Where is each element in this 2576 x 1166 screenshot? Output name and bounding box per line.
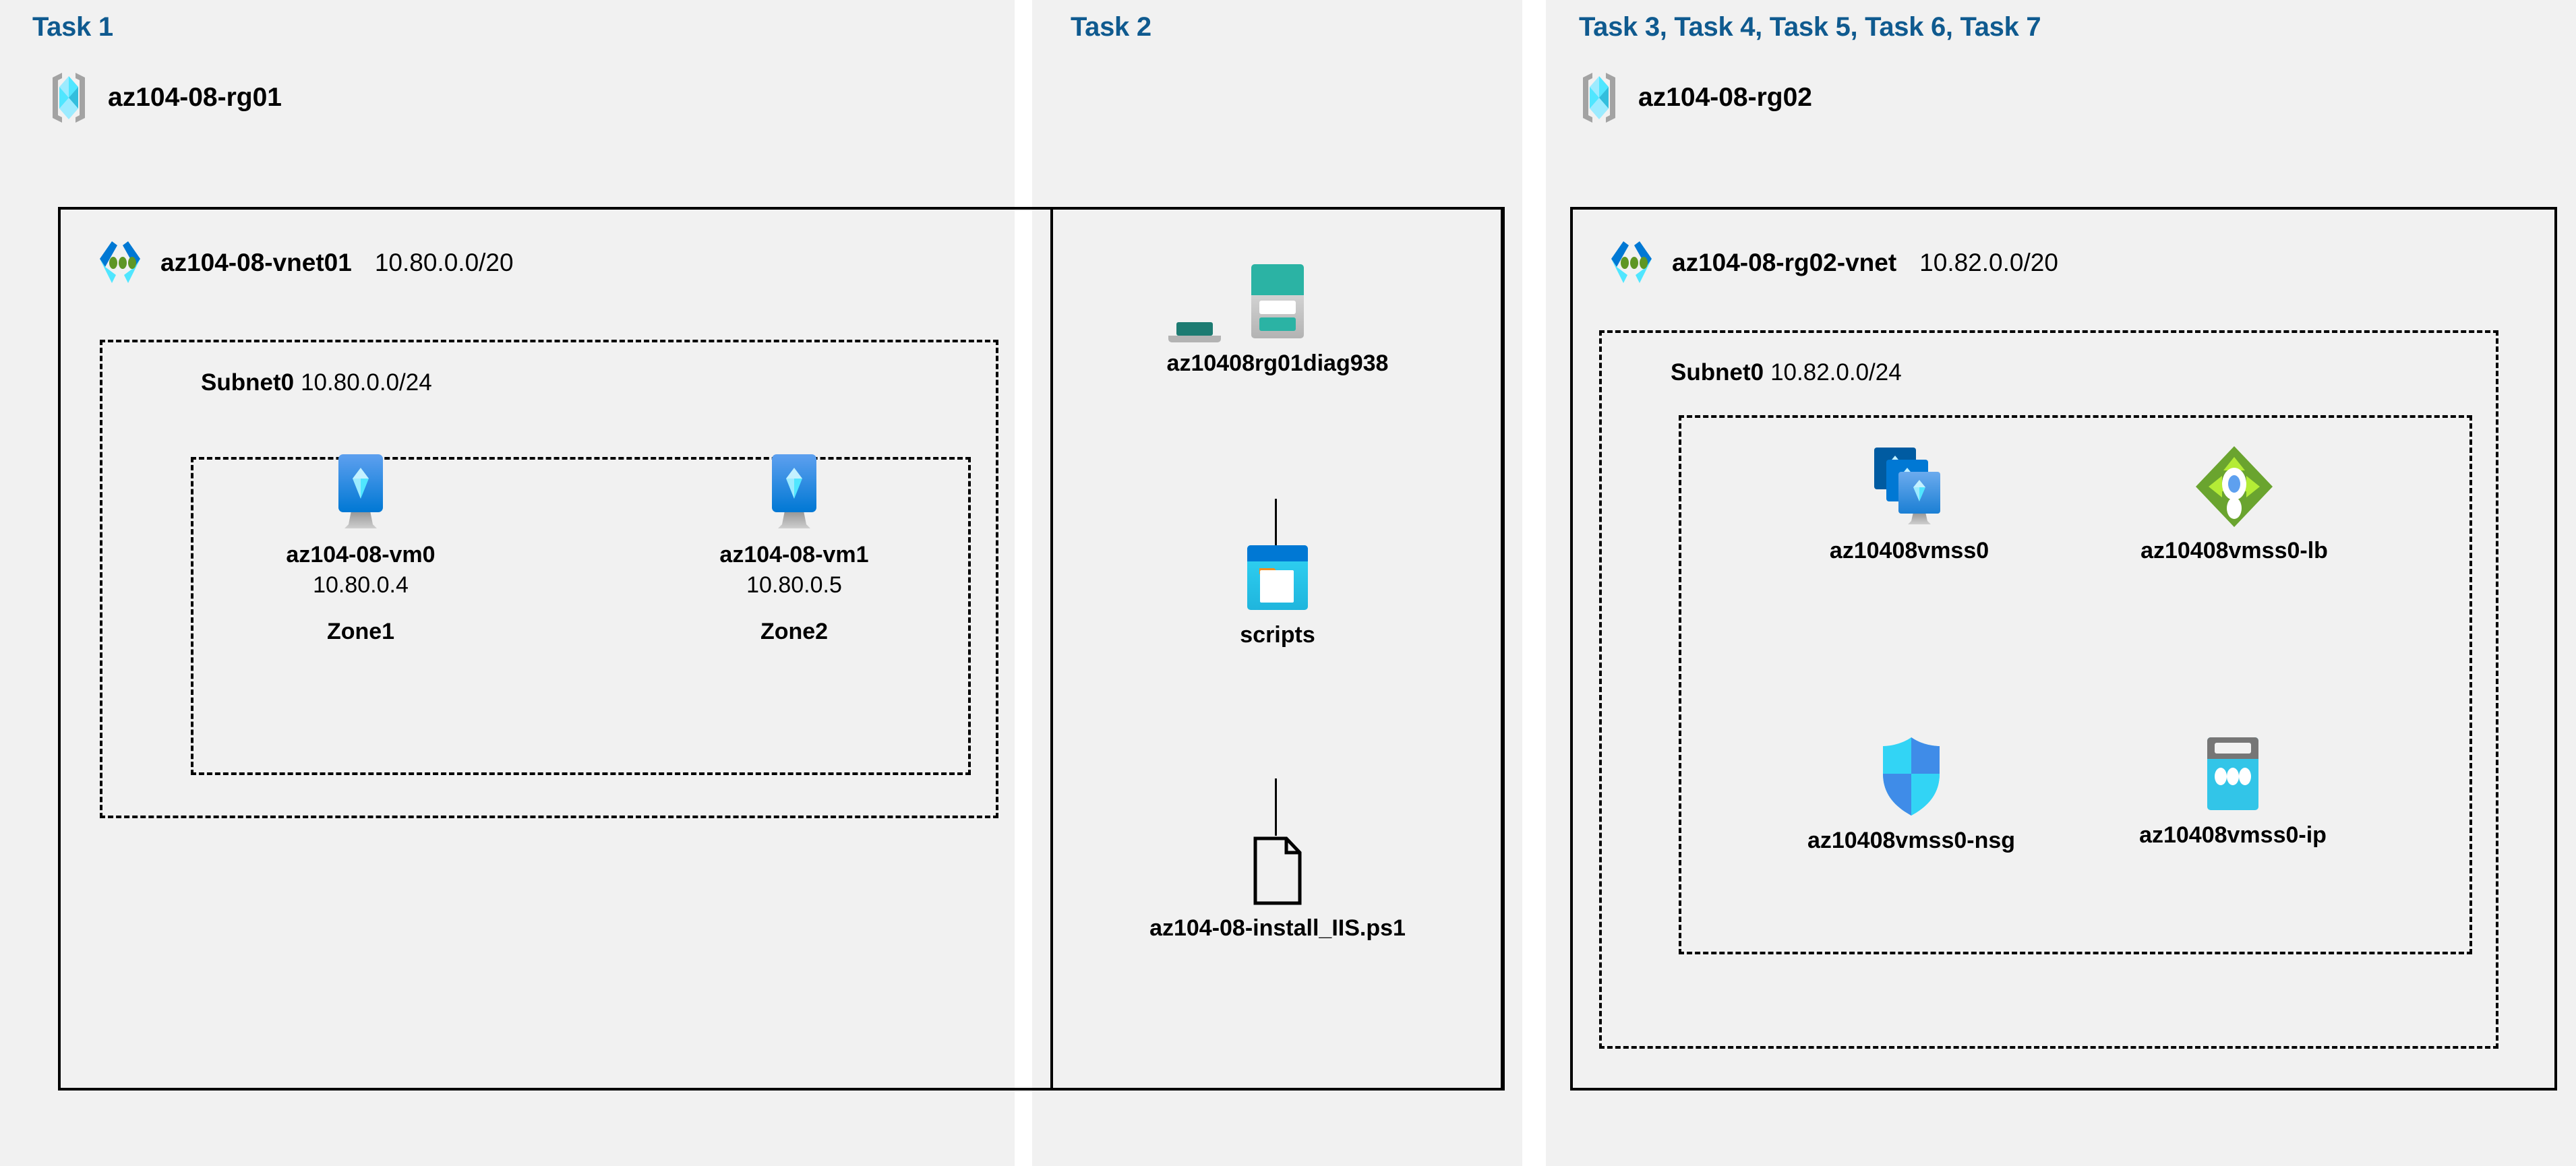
public-ip-name-label: az10408vmss0-ip	[2139, 822, 2327, 848]
task2-heading: Task 2	[1071, 12, 1151, 42]
vnet-container-az104-08-vnet01	[58, 207, 1505, 1091]
vmss-name-label: az10408vmss0	[1829, 538, 1989, 563]
nsg-name-label: az10408vmss0-nsg	[1807, 828, 2016, 853]
vnet-cidr-label: 10.82.0.0/20	[1919, 249, 2058, 276]
task1-heading: Task 1	[32, 12, 113, 42]
resource-group-az104-08-rg02[interactable]: az104-08-rg02	[1578, 71, 1812, 125]
resource-node-az10408vmss0[interactable]: az10408vmss0	[1768, 445, 2051, 564]
vm-zone-label: Zone2	[760, 619, 829, 644]
virtual-network-icon	[1606, 237, 1657, 288]
resource-node-az10408vmss0-nsg[interactable]: az10408vmss0-nsg	[1766, 735, 2056, 854]
resource-node-scripts-container[interactable]: scripts	[1207, 543, 1348, 648]
subnet-inner-container	[1679, 415, 2472, 954]
subnet-container-subnet0	[100, 340, 998, 818]
subnet-name: Subnet0	[1671, 359, 1764, 386]
subnet-inner-container	[191, 457, 971, 775]
vnet-name-label: az104-08-rg02-vnet	[1672, 249, 1897, 276]
resource-node-az10408vmss0-lb[interactable]: az10408vmss0-lb	[2093, 445, 2376, 564]
panel-task3	[1546, 0, 2576, 1166]
load-balancer-icon	[2194, 445, 2275, 528]
network-security-group-icon	[1876, 735, 1946, 818]
storage-account-icon-bar	[1168, 322, 1221, 342]
subnet-cidr: 10.80.0.0/24	[301, 369, 432, 396]
vnet-cidr-label: 10.80.0.0/20	[374, 249, 514, 276]
subnet-name: Subnet0	[201, 369, 295, 396]
resource-group-label: az104-08-rg02	[1638, 83, 1812, 112]
load-balancer-name-label: az10408vmss0-lb	[2140, 538, 2328, 563]
vm-ip-label: 10.80.0.4	[313, 572, 409, 598]
resource-group-label: az104-08-rg01	[108, 83, 282, 112]
connector-storage-to-container	[1275, 499, 1277, 554]
resource-group-icon	[1578, 71, 1621, 125]
public-ip-address-icon	[2199, 735, 2267, 813]
container-label: scripts	[1240, 622, 1315, 648]
vnet-name-label: az104-08-vnet01	[160, 249, 352, 276]
task3-group-heading: Task 3, Task 4, Task 5, Task 6, Task 7	[1579, 12, 2041, 42]
task2-container	[1050, 207, 1503, 1091]
vm-scale-set-icon	[1863, 445, 1955, 528]
virtual-machine-icon	[759, 453, 829, 532]
vm-name-label: az104-08-vm1	[719, 542, 869, 567]
resource-group-icon	[47, 71, 90, 125]
vnet-header-az104-08-rg02-vnet[interactable]: az104-08-rg02-vnet 10.82.0.0/20	[1606, 237, 2058, 288]
storage-account-icon	[1246, 262, 1309, 341]
resource-group-az104-08-rg01[interactable]: az104-08-rg01	[47, 71, 282, 125]
vm-ip-label: 10.80.0.5	[746, 572, 842, 598]
virtual-machine-icon	[326, 453, 396, 532]
file-name-label: az104-08-install_IIS.ps1	[1149, 915, 1406, 941]
panel-task1	[0, 0, 1015, 1166]
resource-node-az104-08-vm1[interactable]: az104-08-vm1 10.80.0.5 Zone2	[696, 453, 892, 645]
vm-name-label: az104-08-vm0	[286, 542, 436, 567]
vm-zone-label: Zone1	[326, 619, 395, 644]
resource-node-install-script[interactable]: az104-08-install_IIS.ps1	[1139, 836, 1416, 942]
resource-node-az104-08-vm0[interactable]: az104-08-vm0 10.80.0.4 Zone1	[263, 453, 458, 645]
resource-node-storage-account[interactable]: az10408rg01diag938	[1149, 262, 1406, 377]
connector-container-to-file	[1275, 778, 1277, 836]
subnet-cidr: 10.82.0.0/24	[1770, 359, 1902, 386]
resource-node-az10408vmss0-ip[interactable]: az10408vmss0-ip	[2098, 735, 2368, 849]
storage-account-label: az10408rg01diag938	[1166, 350, 1389, 376]
virtual-network-icon	[94, 237, 146, 288]
blob-container-icon	[1245, 543, 1311, 613]
vnet-header-az104-08-vnet01[interactable]: az104-08-vnet01 10.80.0.0/20	[94, 237, 514, 288]
file-icon	[1249, 836, 1307, 906]
vnet-container-az104-08-rg02-vnet	[1570, 207, 2557, 1091]
subnet-container-subnet0	[1599, 330, 2498, 1049]
